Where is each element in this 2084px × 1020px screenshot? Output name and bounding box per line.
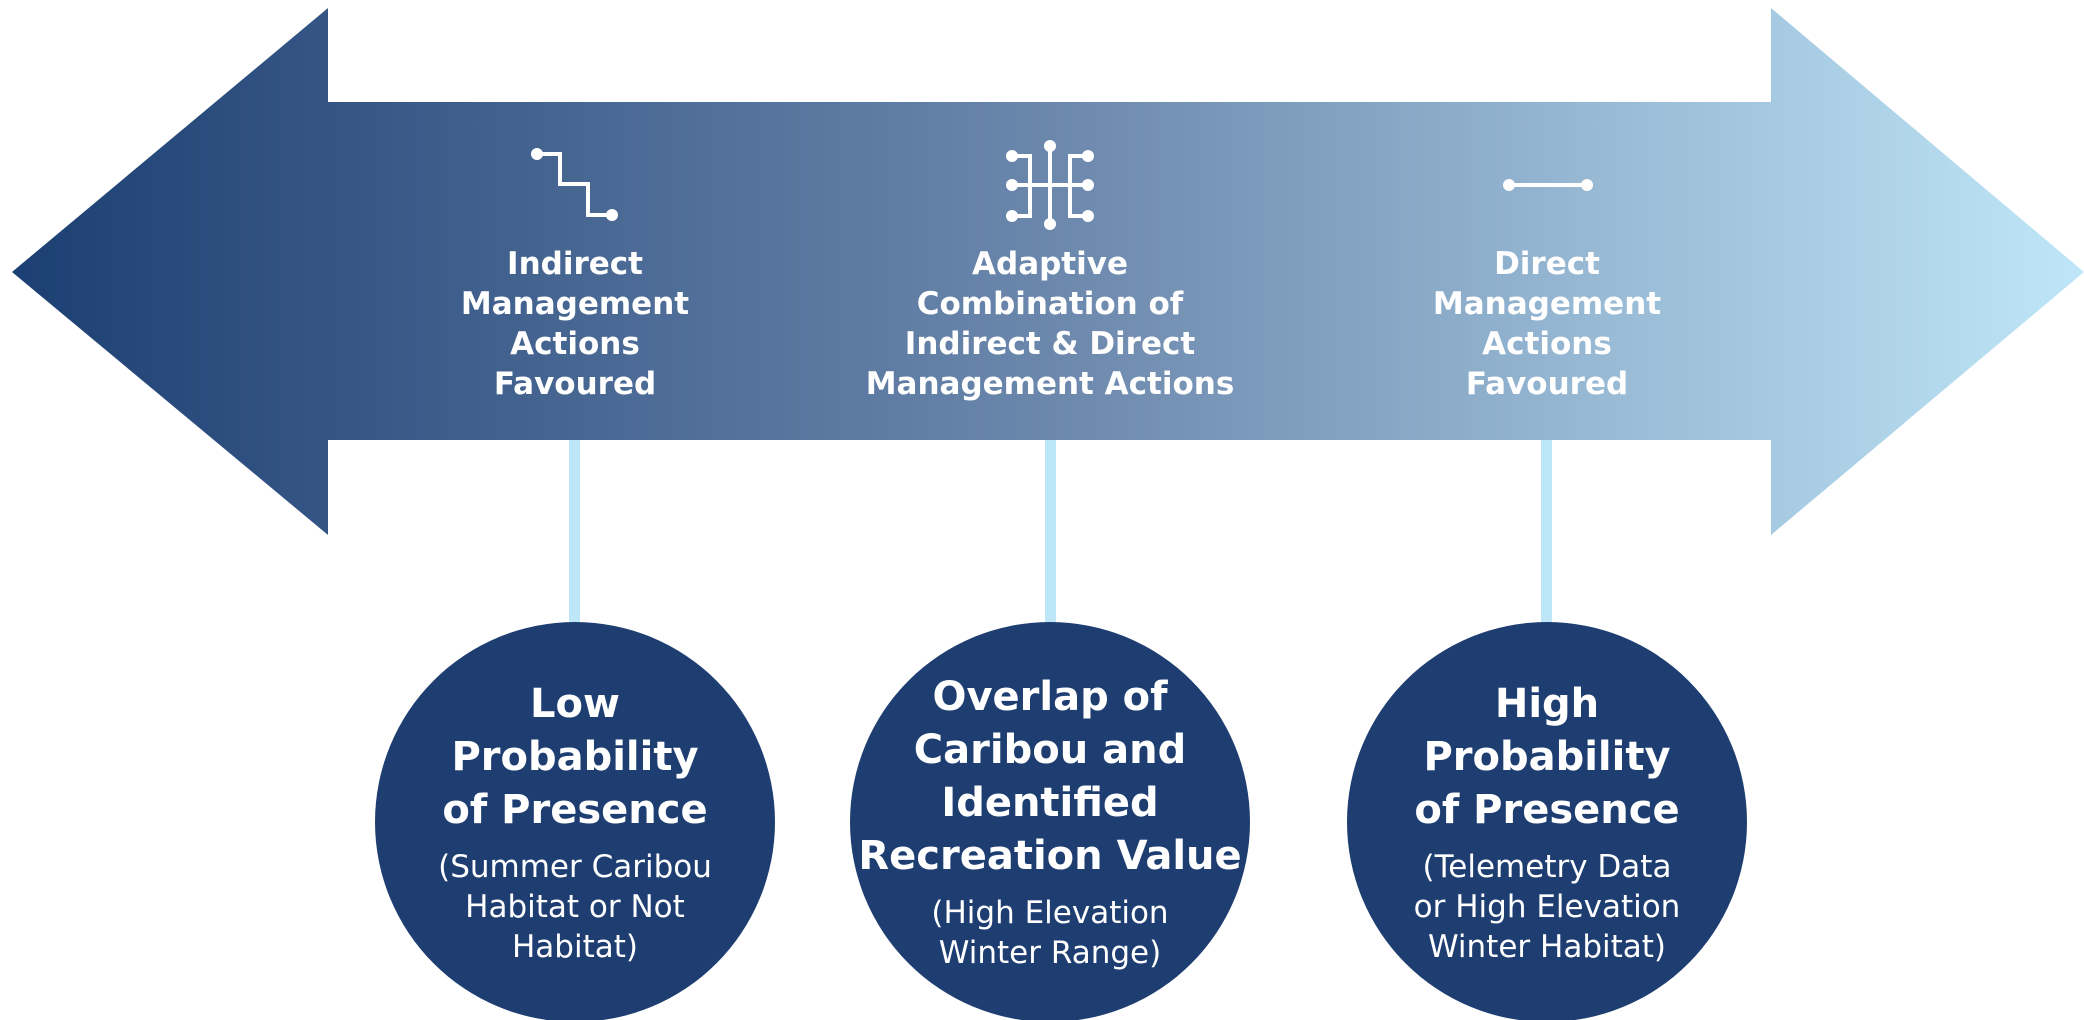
circle-subtitle: (Summer Caribou Habitat or Not Habitat) [438,848,712,965]
circle-low-probability: Low Probability of Presence (Summer Cari… [375,622,775,1020]
label-adaptive-combination: Adaptive Combination of Indirect & Direc… [865,246,1235,402]
double-headed-arrow [12,8,2084,535]
circle-title: Low Probability of Presence [442,680,708,833]
connector-line-high [1541,430,1552,630]
circle-title: High Probability of Presence [1414,680,1680,833]
circle-subtitle: (High Elevation Winter Range) [931,895,1169,971]
circle-title: Overlap of Caribou and Identified Recrea… [858,674,1242,879]
circle-subtitle: (Telemetry Data or High Elevation Winter… [1413,848,1681,965]
stepped-path-icon [531,148,618,221]
connector-line-overlap [1045,430,1056,630]
connector-line-low [569,430,580,630]
circle-high-probability: High Probability of Presence (Telemetry … [1347,622,1747,1020]
label-direct-management: Direct Management Actions Favoured [1432,246,1662,402]
branching-network-icon [1006,140,1094,230]
label-indirect-management: Indirect Management Actions Favoured [460,246,690,402]
straight-line-icon [1503,179,1593,191]
circle-overlap: Overlap of Caribou and Identified Recrea… [850,622,1250,1020]
